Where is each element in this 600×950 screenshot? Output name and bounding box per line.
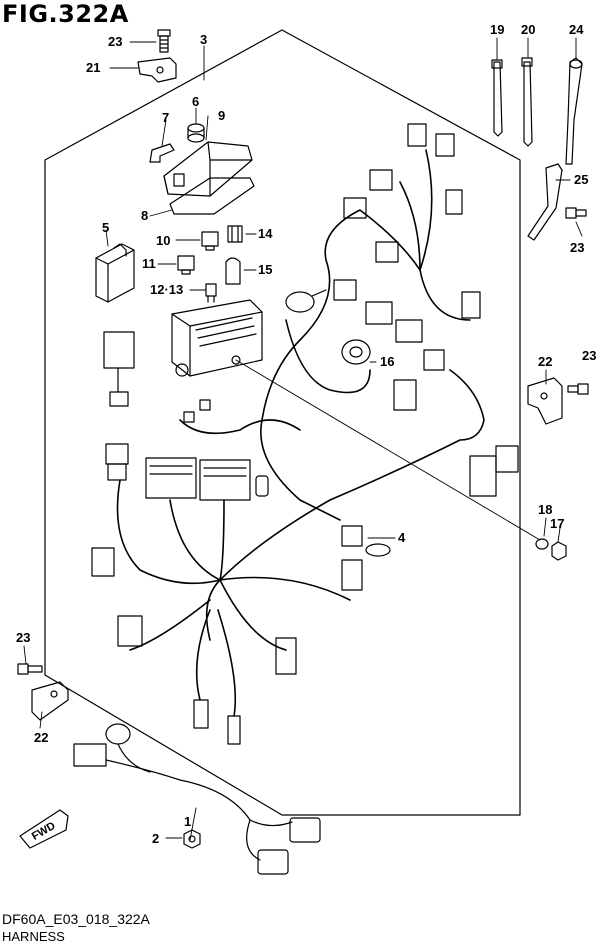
cable-tie-19	[491, 59, 503, 137]
connector-left-top	[103, 331, 135, 407]
sensor-upper	[285, 289, 327, 313]
callout-numbers: 1 2 3 4 5 6 7 8 9 10 11 12·13 14 15 16 1…	[16, 22, 596, 846]
callout-15: 15	[258, 262, 272, 277]
callout-23-mid: 23	[582, 348, 596, 363]
connector-right-mid	[341, 559, 363, 591]
callout-7: 7	[162, 110, 169, 125]
gasket-8	[169, 177, 255, 215]
callout-6: 6	[192, 94, 199, 109]
callout-19: 19	[490, 22, 504, 37]
leader-lines	[23, 37, 583, 841]
nut-2	[183, 829, 201, 849]
callout-22-bottom: 22	[34, 730, 48, 745]
harness-trunks	[116, 149, 485, 717]
fuse-12-13	[205, 283, 217, 303]
fuse-box-cover-9	[163, 141, 253, 197]
callout-21: 21	[86, 60, 100, 75]
harness-1	[73, 723, 321, 875]
bolt-23-left	[17, 663, 43, 675]
bracket-22-left	[31, 681, 69, 721]
connector-left-mid	[105, 443, 129, 481]
cap-15	[225, 257, 241, 285]
relay-10	[201, 231, 219, 251]
nut-17	[551, 541, 567, 561]
figure-title: FIG.322A	[2, 0, 129, 28]
relay-14	[227, 225, 243, 243]
fuse-box	[171, 299, 263, 377]
callout-5: 5	[102, 220, 109, 235]
bracket-21	[137, 57, 177, 83]
callout-11: 11	[142, 256, 156, 271]
bracket-25	[527, 163, 563, 241]
clip-right	[393, 379, 417, 411]
ring-4	[365, 543, 391, 557]
bolt-23-mid	[567, 383, 589, 395]
callout-23-right: 23	[570, 240, 584, 255]
callout-8: 8	[141, 208, 148, 223]
fwd-arrow	[19, 809, 69, 849]
relay-5	[95, 243, 135, 303]
bolt-23-top	[157, 29, 171, 53]
connector-dual-block	[145, 457, 251, 501]
callout-10: 10	[156, 233, 170, 248]
callout-16: 16	[380, 354, 394, 369]
connector-lower-mid	[193, 699, 209, 729]
ground-terminals	[183, 399, 211, 423]
connector-4	[341, 525, 363, 547]
connector-lower-right	[227, 715, 241, 745]
connector-small-mid	[255, 475, 269, 497]
connector-lower-left	[117, 615, 143, 647]
washer-18	[535, 538, 549, 550]
callout-18: 18	[538, 502, 552, 517]
cable-tie-20	[521, 57, 533, 147]
document-code: DF60A_E03_018_322A	[2, 911, 150, 927]
fwd-label: FWD	[30, 820, 58, 843]
callout-2: 2	[152, 831, 159, 846]
callout-23-left: 23	[16, 630, 30, 645]
callout-1: 1	[184, 814, 191, 829]
callout-25: 25	[574, 172, 588, 187]
callout-9: 9	[218, 108, 225, 123]
grommet-6	[187, 123, 205, 143]
clip-7	[149, 143, 175, 163]
callout-3: 3	[200, 32, 207, 47]
callout-23-top: 23	[108, 34, 122, 49]
document-name: HARNESS	[2, 929, 65, 944]
callout-20: 20	[521, 22, 535, 37]
callout-12-13: 12·13	[150, 282, 183, 297]
bracket-22-right	[527, 377, 563, 425]
right-side-connectors	[469, 445, 519, 497]
callout-24: 24	[569, 22, 584, 37]
clip-left	[91, 547, 115, 577]
callout-4: 4	[398, 530, 406, 545]
callout-17: 17	[550, 516, 564, 531]
component-16	[341, 339, 371, 365]
callout-22-top: 22	[538, 354, 552, 369]
cable-tie-24	[565, 57, 583, 165]
relay-11	[177, 255, 195, 275]
connector-right-lower	[275, 637, 297, 675]
assembly-boundary	[44, 29, 521, 816]
top-right-connectors	[333, 123, 481, 371]
callout-14: 14	[258, 226, 273, 241]
bolt-23-right	[565, 207, 587, 219]
